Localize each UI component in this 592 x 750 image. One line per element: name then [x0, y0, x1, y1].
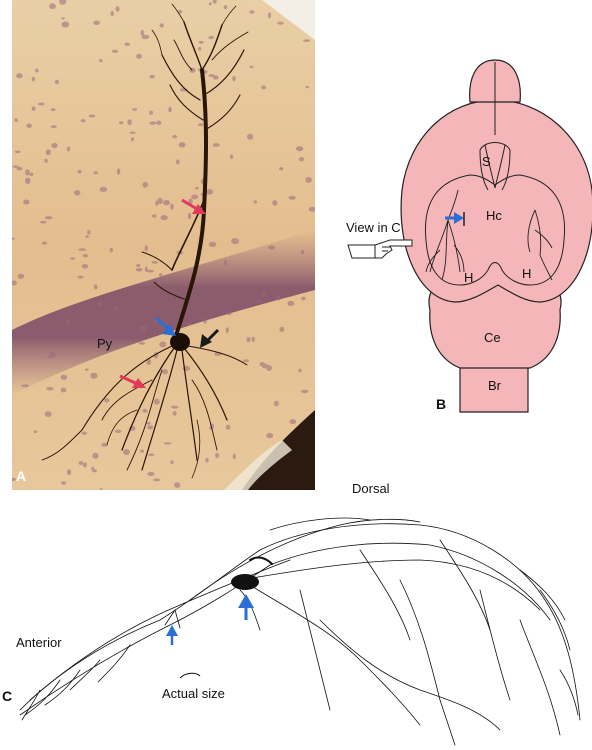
cell-nuclei: [12, 0, 315, 490]
axon-reconstruction: [19, 517, 581, 746]
red-arrow-basal: [119, 374, 146, 388]
blue-arrow-c-anterior: [166, 625, 178, 645]
panel-c-letter: C: [2, 688, 13, 704]
view-in-c-label: View in C: [346, 220, 401, 235]
pointing-hand-icon: [347, 239, 413, 259]
label-hippocampus-right: H: [522, 266, 532, 281]
traced-neuron-left: [425, 189, 465, 281]
cerebrum-shape: [400, 99, 592, 303]
brain-diagram: [347, 59, 592, 413]
blue-arrow-soma: [155, 316, 176, 336]
traced-neuron-right: [527, 209, 553, 281]
blue-arrow-c-soma: [238, 594, 254, 620]
py-layer-label: Py: [97, 336, 113, 351]
micrograph-panel: Py A: [12, 0, 315, 490]
micrograph-image: [12, 0, 315, 490]
label-brainstem: Br: [488, 378, 501, 393]
blue-arrow-hc: [445, 212, 465, 226]
tissue-background: [12, 0, 315, 490]
hippocampus-outline: [424, 174, 566, 286]
actual-size-scribble: [179, 672, 201, 679]
black-arrow-axon: [200, 328, 220, 348]
label-hippocampal-commissure: Hc: [486, 208, 502, 223]
septum-fibers: [479, 144, 511, 191]
red-arrow-apical: [181, 198, 206, 214]
dorsal-label: Dorsal: [352, 481, 390, 496]
label-septum: S: [482, 154, 491, 169]
panel-b-letter: B: [436, 396, 447, 412]
label-cerebellum: Ce: [484, 330, 501, 345]
pyramidal-neuron: [41, 3, 249, 479]
panel-a-letter: A: [16, 468, 27, 484]
label-hippocampus-left: H: [464, 270, 474, 285]
anterior-label: Anterior: [16, 635, 62, 650]
pyramidal-layer-band: [12, 230, 315, 395]
actual-size-label: Actual size: [162, 686, 225, 701]
soma-cluster: [231, 574, 259, 590]
reconstruction-arbor: [19, 517, 581, 746]
